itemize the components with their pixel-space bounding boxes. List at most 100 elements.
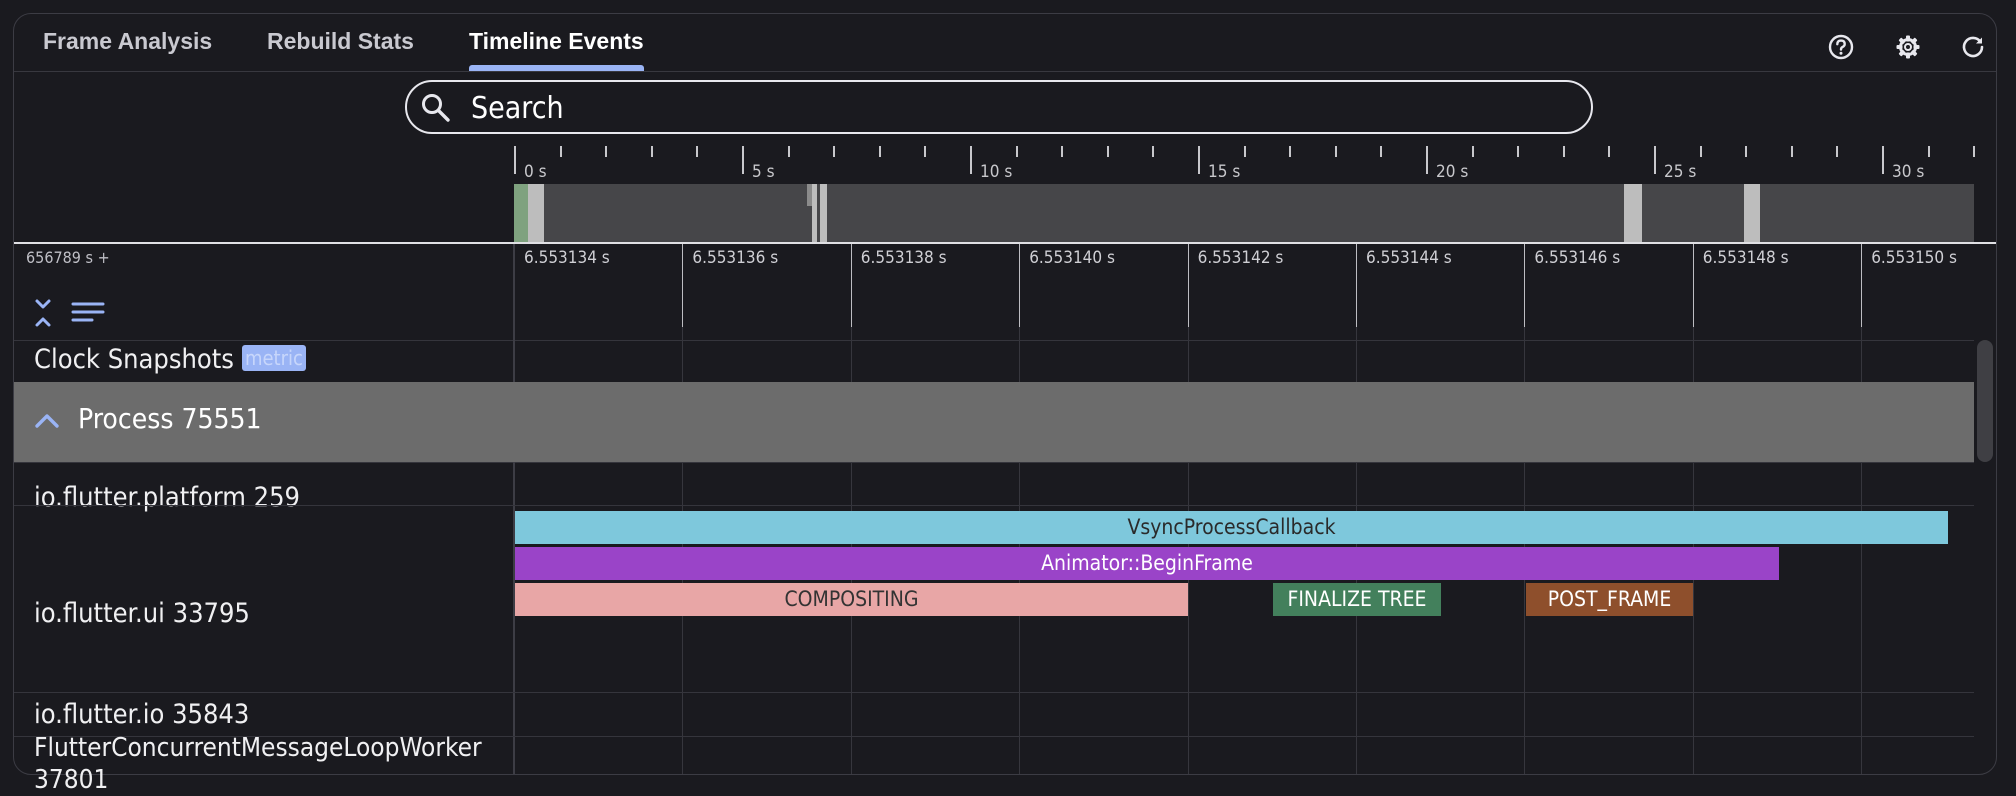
overview-marker <box>1624 184 1642 243</box>
track-worker-label[interactable]: FlutterConcurrentMessageLoopWorker 37801 <box>34 733 482 795</box>
row-separator <box>14 340 1974 341</box>
row-separator <box>14 462 1974 463</box>
collapse-all-icon[interactable] <box>28 295 58 331</box>
ruler-major-tick <box>1654 146 1656 174</box>
track-ui-label[interactable]: io.flutter.ui 33795 <box>34 598 250 629</box>
chevron-up-icon[interactable] <box>32 406 62 440</box>
axis-tick <box>1019 244 1021 327</box>
event-vsync-process-callback[interactable]: VsyncProcessCallback <box>515 511 1948 544</box>
ruler-label: 25 s <box>1664 162 1697 182</box>
ruler-minor-tick <box>1562 146 1565 157</box>
tab-frame-analysis[interactable]: Frame Analysis <box>43 28 213 54</box>
ruler-major-tick <box>514 146 516 174</box>
grid-line <box>1524 244 1526 774</box>
tab-bar: Frame Analysis Rebuild Stats Timeline Ev… <box>14 14 1996 72</box>
ruler-minor-tick <box>1517 146 1520 157</box>
overview-marker <box>820 184 827 243</box>
grid-line <box>1692 244 1694 774</box>
row-separator <box>14 505 1974 506</box>
timeline-axis <box>14 242 1996 244</box>
ruler-major-tick <box>1426 146 1428 174</box>
overview-marker <box>812 184 817 243</box>
track-io-label[interactable]: io.flutter.io 35843 <box>34 699 250 730</box>
ruler-minor-tick <box>1106 146 1109 157</box>
event-animator-begin-frame[interactable]: Animator::BeginFrame <box>515 547 1779 580</box>
ruler-label: 30 s <box>1892 162 1925 182</box>
overview-marker <box>514 184 528 243</box>
active-tab-indicator <box>469 65 644 71</box>
search-box[interactable] <box>405 80 1593 134</box>
axis-tick <box>682 244 684 327</box>
ruler-minor-tick <box>696 146 699 157</box>
tab-timeline-events[interactable]: Timeline Events <box>469 28 644 54</box>
event-finalize-tree[interactable]: FINALIZE TREE <box>1273 583 1441 616</box>
process-label: Process 75551 <box>78 402 262 435</box>
help-icon[interactable] <box>1824 30 1858 64</box>
performance-panel: Frame Analysis Rebuild Stats Timeline Ev… <box>13 13 1997 795</box>
ruler-minor-tick <box>878 146 881 157</box>
tab-rebuild-stats[interactable]: Rebuild Stats <box>267 28 414 54</box>
row-separator <box>14 736 1974 737</box>
overview-minimap[interactable] <box>514 184 1974 243</box>
time-offset-label: 656789 s + <box>26 248 110 267</box>
ruler-minor-tick <box>1380 146 1383 157</box>
ruler-minor-tick <box>1836 146 1839 157</box>
metric-badge: metric <box>241 345 306 371</box>
time-label: 6.553136 s <box>692 248 779 268</box>
axis-tick <box>1187 244 1189 327</box>
ruler-minor-tick <box>787 146 790 157</box>
refresh-icon[interactable] <box>1956 30 1990 64</box>
ruler-major-tick <box>1882 146 1884 174</box>
track-label: Clock Snapshots <box>34 344 234 375</box>
ruler-minor-tick <box>924 146 927 157</box>
ruler-minor-tick <box>1243 146 1246 157</box>
ruler-minor-tick <box>1973 146 1976 157</box>
time-label: 6.553134 s <box>524 248 610 268</box>
ruler-minor-tick <box>605 146 608 157</box>
time-label: 6.553142 s <box>1197 248 1284 268</box>
event-compositing[interactable]: COMPOSITING <box>515 583 1188 616</box>
time-label: 6.553138 s <box>860 248 947 268</box>
axis-tick <box>850 244 852 327</box>
axis-tick <box>1692 244 1694 327</box>
ruler-minor-tick <box>1152 146 1155 157</box>
time-label: 6.553144 s <box>1366 248 1452 268</box>
search-icon <box>419 91 453 129</box>
event-post-frame[interactable]: POST_FRAME <box>1526 583 1693 616</box>
grid-line <box>1861 244 1863 774</box>
ruler-major-tick <box>970 146 972 174</box>
ruler-major-tick <box>742 146 744 174</box>
axis-tick <box>1356 244 1357 327</box>
sort-lines-icon[interactable] <box>68 298 108 330</box>
ruler-minor-tick <box>559 146 562 157</box>
track-clock-snapshots[interactable]: Clock Snapshots metric <box>34 344 306 375</box>
ruler-label: 5 s <box>752 162 775 182</box>
overview-marker <box>528 184 544 243</box>
ruler-major-tick <box>1198 146 1200 174</box>
grid-line <box>682 244 684 774</box>
ruler-minor-tick <box>1334 146 1337 157</box>
grid-line <box>1356 244 1357 774</box>
ruler-label: 15 s <box>1208 162 1241 182</box>
label-column-divider[interactable] <box>513 244 515 774</box>
search-input[interactable] <box>469 88 1473 128</box>
ruler-label: 10 s <box>980 162 1013 182</box>
ruler-label: 20 s <box>1436 162 1469 182</box>
time-label: 6.553150 s <box>1871 248 1957 268</box>
track-platform-label[interactable]: io.flutter.platform 259 <box>34 482 300 513</box>
axis-tick <box>1861 244 1863 327</box>
time-label: 6.553146 s <box>1534 248 1621 268</box>
ruler-minor-tick <box>1471 146 1474 157</box>
gear-icon[interactable] <box>1891 30 1925 64</box>
ruler-minor-tick <box>1289 146 1292 157</box>
ruler-minor-tick <box>650 146 653 157</box>
overview-marker <box>1744 184 1760 243</box>
axis-tick <box>1524 244 1526 327</box>
row-separator <box>14 692 1974 693</box>
grid-line <box>1019 244 1021 774</box>
vertical-scrollbar[interactable] <box>1977 340 1993 462</box>
ruler-minor-tick <box>1015 146 1018 157</box>
grid-line <box>1187 244 1189 774</box>
overview-marker <box>807 184 815 206</box>
track-process[interactable]: Process 75551 <box>14 382 1974 462</box>
